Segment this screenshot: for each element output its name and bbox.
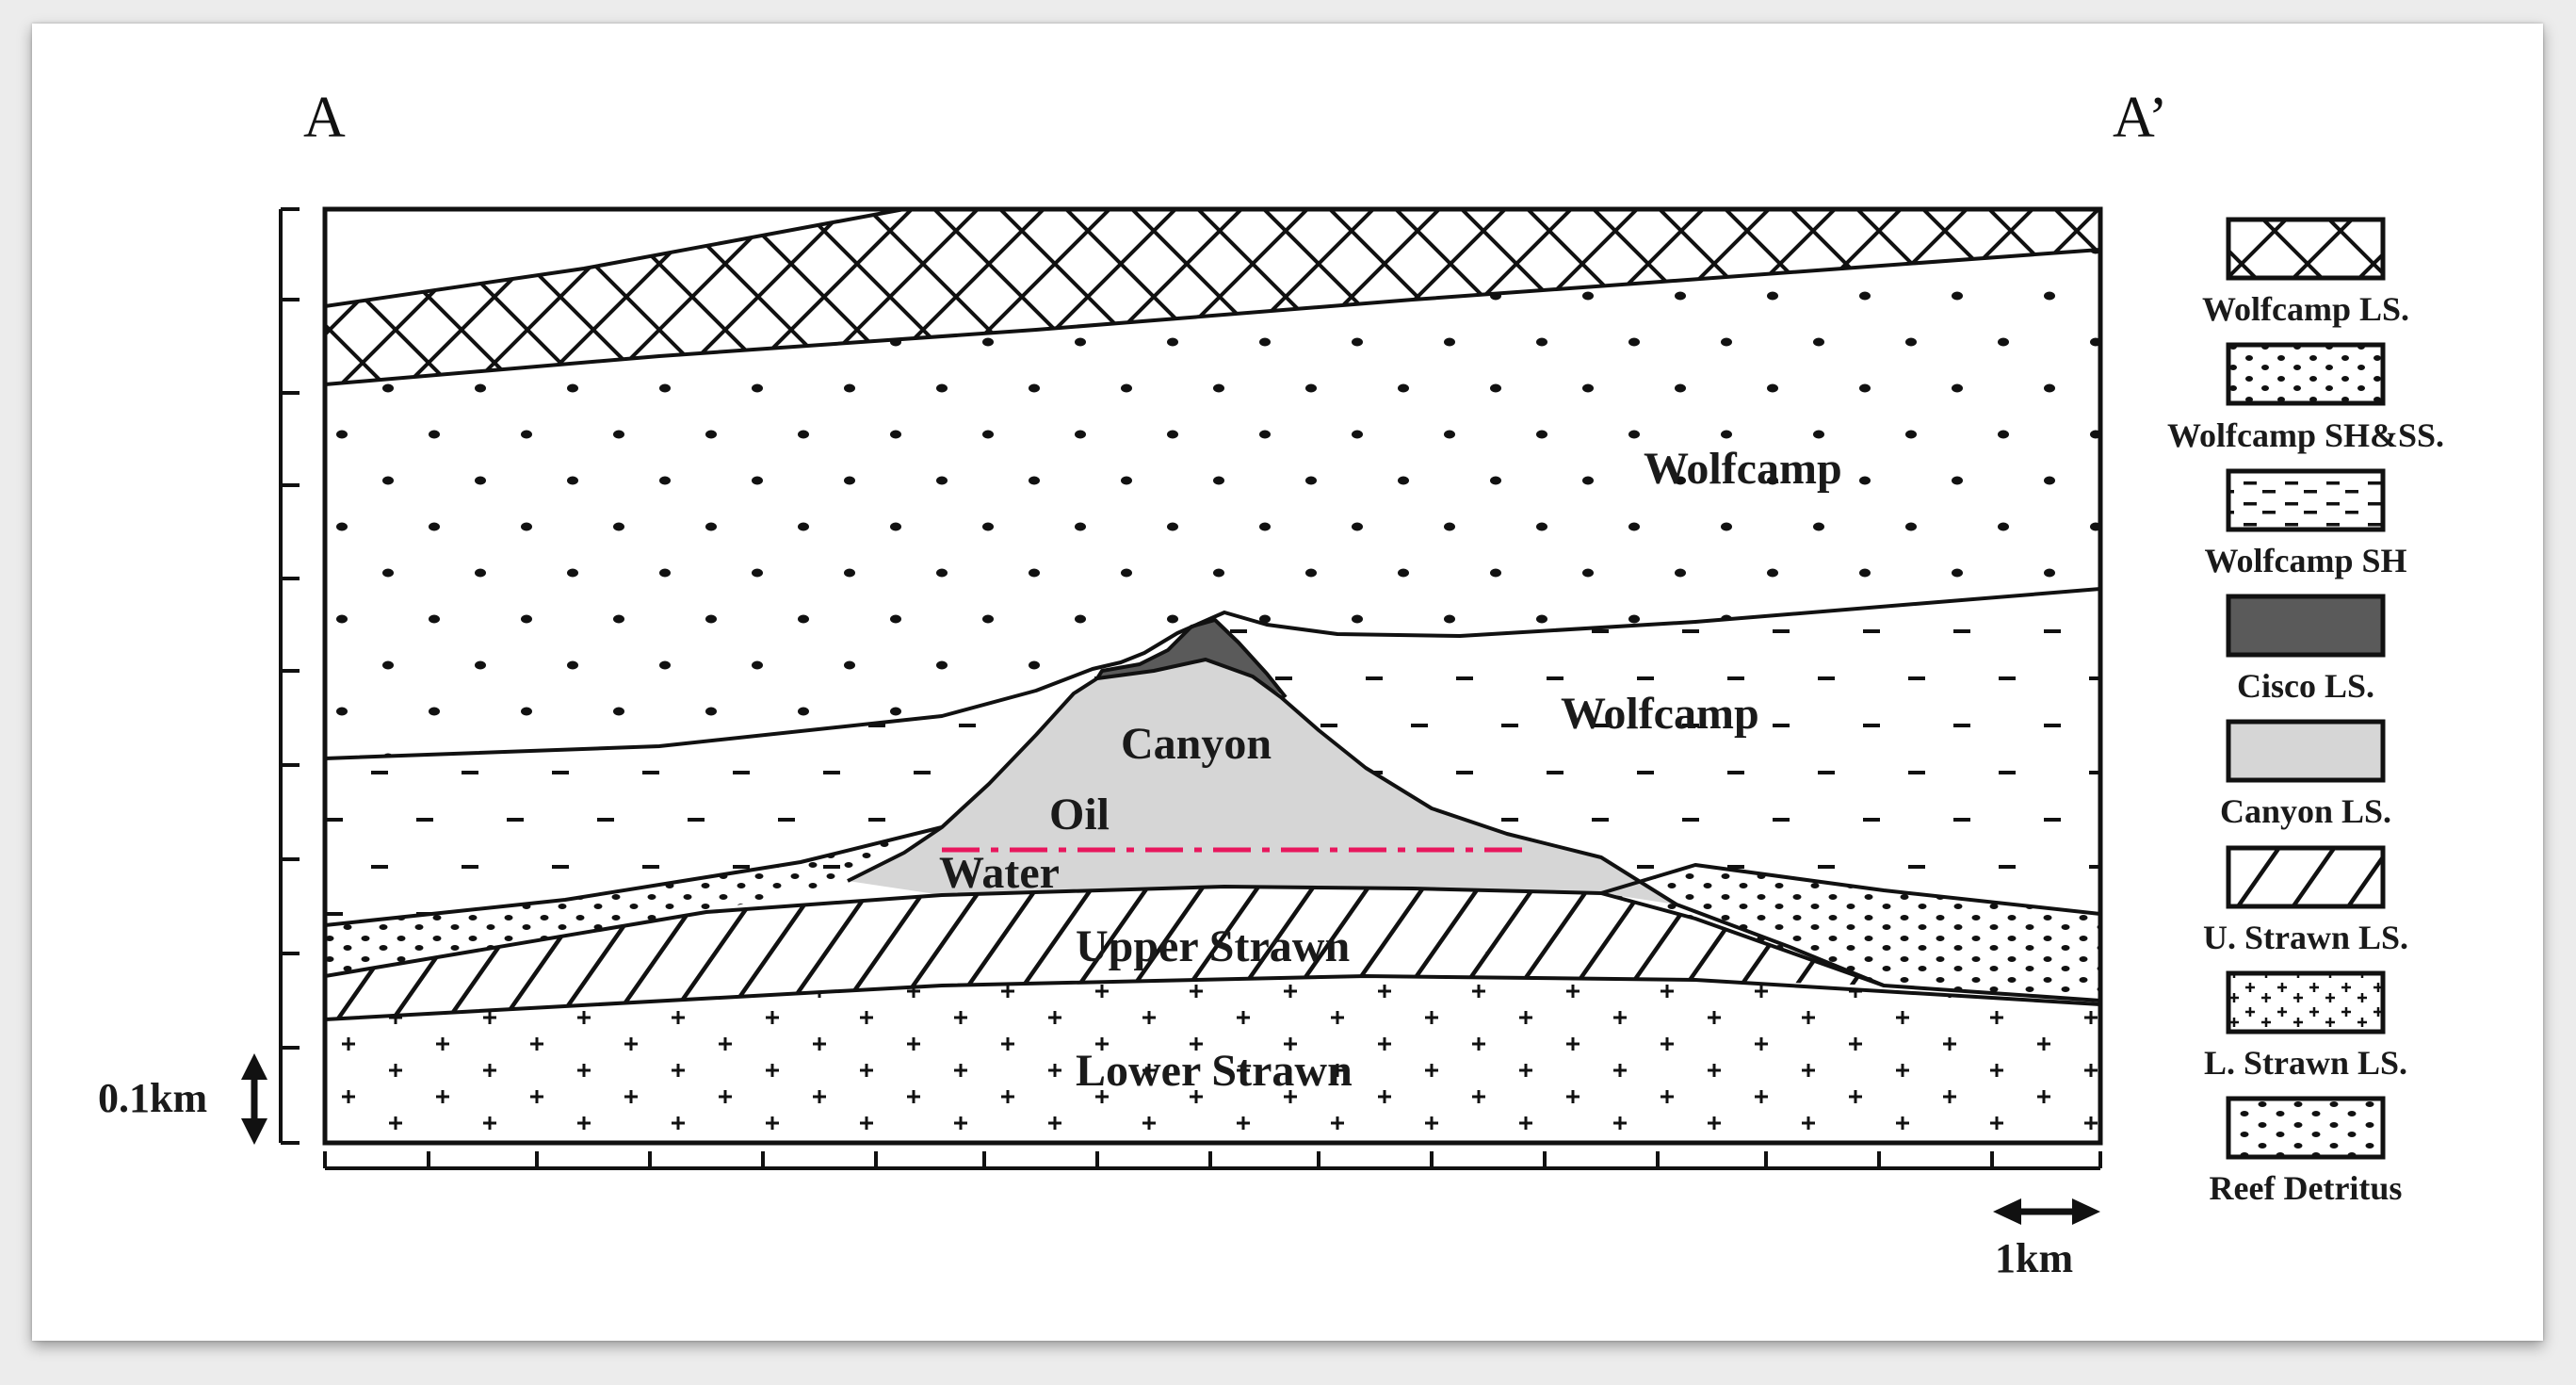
layer-boundaries	[325, 209, 2100, 1021]
legend-swatch-detritus	[2226, 1096, 2386, 1160]
legend-swatch-crosshatch	[2226, 217, 2386, 281]
legend-label: Cisco LS.	[2237, 667, 2374, 705]
layer-wolfcamp-limestone	[325, 209, 2100, 384]
legend-label: Reef Detritus	[2210, 1169, 2403, 1207]
label-wolfcamp-upper: Wolfcamp	[1644, 444, 1842, 494]
legend-item: Wolfcamp LS.	[2202, 217, 2409, 328]
legend-item: L. Strawn LS.	[2204, 970, 2407, 1082]
label-water: Water	[939, 848, 1060, 898]
cross-section-diagram: A A’ Wolfcamp Wolfcamp Canyon Oil Water …	[98, 86, 2444, 1281]
layer-upper-strawn	[325, 887, 1884, 1019]
layer-lower-strawn	[325, 976, 2100, 1143]
section-frame	[322, 206, 2103, 1146]
vertical-scale-label: 0.1km	[98, 1075, 207, 1121]
legend-label: L. Strawn LS.	[2204, 1044, 2407, 1082]
figure-card: A A’ Wolfcamp Wolfcamp Canyon Oil Water …	[32, 24, 2543, 1341]
legend-swatch-plus	[2226, 970, 2386, 1035]
legend-item: Wolfcamp SH&SS.	[2167, 342, 2444, 454]
legend: Wolfcamp LS. Wolfcamp SH&SS. Wolfcamp SH…	[2167, 217, 2444, 1207]
label-lower-strawn: Lower Strawn	[1076, 1046, 1353, 1096]
section-end-a: A	[303, 86, 346, 150]
legend-item: Cisco LS.	[2226, 594, 2386, 705]
label-wolfcamp-lower: Wolfcamp	[1561, 689, 1759, 739]
legend-item: U. Strawn LS.	[2203, 845, 2408, 956]
label-canyon: Canyon	[1121, 719, 1272, 769]
legend-label: U. Strawn LS.	[2203, 919, 2408, 956]
legend-item: Canyon LS.	[2220, 719, 2391, 830]
horizontal-scale-arrow-icon	[1993, 1198, 2100, 1225]
layer-reef-detritus-right	[1601, 865, 2100, 1001]
legend-swatch-dashes	[2226, 468, 2386, 532]
legend-label: Canyon LS.	[2220, 792, 2391, 830]
section-layers	[325, 209, 2100, 1143]
label-oil: Oil	[1049, 790, 1110, 839]
legend-swatch-diagonal	[2226, 845, 2386, 909]
layer-cisco-cap	[1097, 620, 1286, 697]
section-end-a-prime: A’	[2113, 86, 2168, 150]
legend-label: Wolfcamp SH&SS.	[2167, 416, 2444, 454]
legend-swatch-dots	[2226, 342, 2386, 406]
layer-canyon-reef	[848, 660, 1677, 904]
legend-label: Wolfcamp SH	[2204, 542, 2406, 579]
layer-wolfcamp-sh-ss	[325, 250, 2100, 758]
horizontal-scale-axis	[323, 1151, 2102, 1170]
label-upper-strawn: Upper Strawn	[1076, 921, 1350, 971]
vertical-scale-axis	[279, 207, 300, 1145]
legend-item: Wolfcamp SH	[2204, 468, 2407, 579]
legend-swatch-dark	[2226, 594, 2386, 658]
legend-label: Wolfcamp LS.	[2202, 290, 2409, 328]
horizontal-scale-label: 1km	[1995, 1235, 2073, 1281]
vertical-scale-arrow-icon	[241, 1053, 267, 1145]
legend-item: Reef Detritus	[2210, 1096, 2403, 1207]
legend-swatch-light	[2226, 719, 2386, 783]
